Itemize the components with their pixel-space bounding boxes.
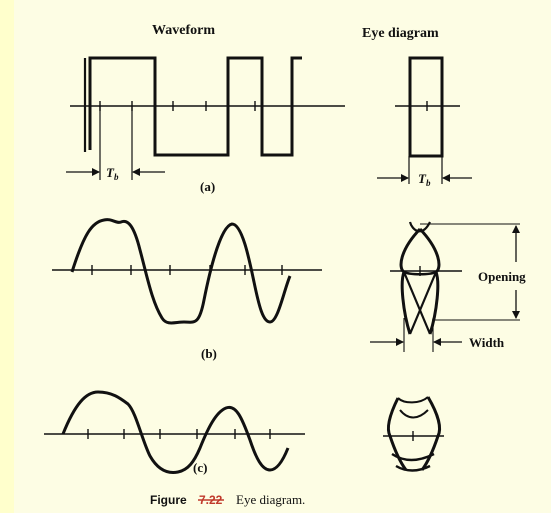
caption-figure-word: Figure <box>150 493 187 507</box>
panel-a-eye-box <box>408 56 444 158</box>
panel-a-waveform <box>66 56 345 180</box>
panel-c-wave-curve <box>61 390 290 474</box>
caption-title: Eye diagram. <box>236 492 305 507</box>
panel-c-eye <box>383 396 444 472</box>
panel-c-waveform <box>44 390 305 474</box>
panel-b-waveform <box>52 218 322 325</box>
panel-c-label: (c) <box>193 460 207 475</box>
panel-b-label: (b) <box>201 346 217 361</box>
panel-b-eye <box>370 221 520 352</box>
figure-caption: Figure 7.22 Eye diagram. <box>150 492 305 507</box>
scanned-page <box>14 0 551 513</box>
panel-b-wave-curve <box>70 218 292 325</box>
panel-a-eye-tb-label: Tb <box>418 171 431 188</box>
panel-a-label: (a) <box>200 179 215 194</box>
panel-c-ticks <box>87 429 271 439</box>
eye-diagram-header: Eye diagram <box>362 26 439 41</box>
panel-a-eye <box>377 56 472 184</box>
opening-label: Opening <box>478 269 526 284</box>
panel-a-square-wave <box>88 56 302 157</box>
width-label: Width <box>469 335 505 350</box>
waveform-header: Waveform <box>152 23 215 38</box>
panel-a-tb-label: Tb <box>106 165 119 182</box>
